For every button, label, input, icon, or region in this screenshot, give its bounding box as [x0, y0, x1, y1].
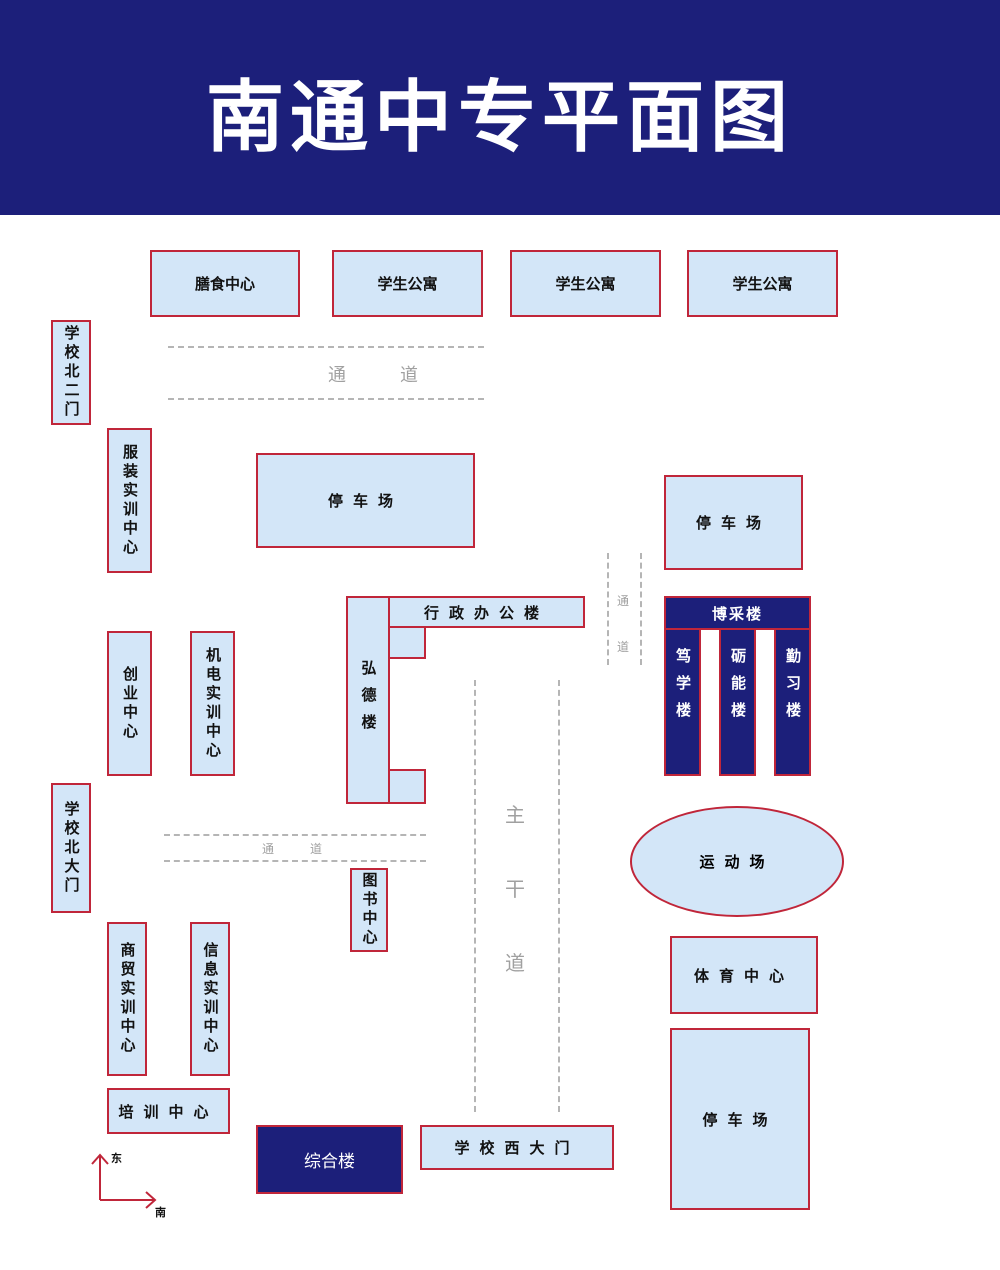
parking-south-label: 停车场 [702, 1110, 778, 1129]
passage-top-label: 通 道 [328, 365, 418, 386]
info-center-label: 信息实训中心 [201, 942, 220, 1056]
compass-right-arrowhead [145, 1191, 157, 1209]
compass-arrows [91, 1153, 157, 1209]
commerce-center-label: 商贸实训中心 [118, 942, 137, 1056]
main-road-line-2 [558, 680, 560, 1112]
yanneng-building[interactable]: 砺能楼 [719, 628, 756, 776]
parking-south[interactable]: 停车场 [670, 1028, 810, 1210]
north-gate-2-label: 学校北二门 [62, 325, 81, 420]
dorm-2-label: 学生公寓 [555, 275, 616, 293]
dorm-1-label: 学生公寓 [377, 275, 438, 293]
hongde-building-label: 弘德楼 [359, 659, 378, 741]
info-center[interactable]: 信息实训中心 [190, 922, 230, 1076]
training-center-label: 培训中心 [118, 1102, 219, 1121]
canteen[interactable]: 膳食中心 [150, 250, 300, 317]
commerce-center[interactable]: 商贸实训中心 [107, 922, 147, 1076]
compass-up-arrowhead [91, 1153, 109, 1165]
training-center[interactable]: 培训中心 [107, 1088, 230, 1134]
library-label: 图书中心 [360, 872, 379, 948]
main-road-line-1 [474, 680, 476, 1112]
dorm-3[interactable]: 学生公寓 [687, 250, 838, 317]
west-gate[interactable]: 学校西大门 [420, 1125, 614, 1170]
passage-top-line-1 [168, 346, 484, 348]
canteen-label: 膳食中心 [194, 275, 255, 293]
stadium[interactable]: 运动场 [630, 806, 844, 917]
north-gate[interactable]: 学校北大门 [51, 783, 91, 913]
admin-building[interactable]: 行政办公楼 [388, 596, 585, 628]
passage-top-line-2 [168, 398, 484, 400]
passage-vertical-label: 通道 [617, 594, 630, 654]
startup-center-label: 创业中心 [121, 665, 139, 742]
parking-east[interactable]: 停车场 [664, 475, 803, 570]
duxue-building[interactable]: 笃学楼 [664, 628, 701, 776]
main-road-label: 主干道 [505, 803, 525, 975]
sports-center-label: 体育中心 [693, 966, 794, 985]
dorm-3-label: 学生公寓 [732, 275, 793, 293]
passage-mid-label: 通 道 [262, 842, 323, 856]
passage-mid-line-2 [164, 860, 426, 862]
passage-vertical-line-1 [607, 553, 609, 665]
complex-building-label: 综合楼 [304, 1152, 355, 1172]
yanneng-building-label: 砺能楼 [729, 648, 747, 729]
north-gate-2[interactable]: 学校北二门 [51, 320, 91, 425]
garment-center[interactable]: 服装实训中心 [107, 428, 152, 573]
dorm-1[interactable]: 学生公寓 [332, 250, 483, 317]
hongde-building[interactable]: 弘德楼 [346, 596, 390, 804]
mechatronics-center-label: 机电实训中心 [204, 646, 222, 761]
hongde-wing-south [388, 769, 426, 804]
complex-building[interactable]: 综合楼 [256, 1125, 403, 1194]
parking-center[interactable]: 停车场 [256, 453, 475, 548]
map-title: 南通中专平面图 [205, 73, 794, 163]
north-gate-label: 学校北大门 [62, 800, 81, 896]
parking-center-label: 停车场 [327, 492, 403, 510]
passage-mid-line-1 [164, 834, 426, 836]
qinxi-building[interactable]: 勤习楼 [774, 628, 811, 776]
parking-east-label: 停车场 [695, 514, 771, 532]
mechatronics-center[interactable]: 机电实训中心 [190, 631, 235, 776]
sports-center[interactable]: 体育中心 [670, 936, 818, 1014]
bocai-building-label: 博采楼 [711, 604, 763, 623]
hongde-wing-north [388, 626, 426, 659]
bocai-building[interactable]: 博采楼 [664, 596, 811, 630]
dorm-2[interactable]: 学生公寓 [510, 250, 661, 317]
compass-east-label: 东 [111, 1152, 122, 1165]
compass-south-label: 南 [155, 1206, 166, 1219]
header-banner: 南通中专平面图 [0, 0, 1000, 215]
qinxi-building-label: 勤习楼 [784, 648, 802, 729]
startup-center[interactable]: 创业中心 [107, 631, 152, 776]
stadium-label: 运动场 [699, 853, 775, 871]
west-gate-label: 学校西大门 [454, 1139, 580, 1157]
admin-building-label: 行政办公楼 [423, 603, 549, 622]
duxue-building-label: 笃学楼 [674, 648, 692, 729]
garment-center-label: 服装实训中心 [121, 443, 139, 558]
passage-vertical-line-2 [640, 553, 642, 665]
library[interactable]: 图书中心 [350, 868, 388, 952]
